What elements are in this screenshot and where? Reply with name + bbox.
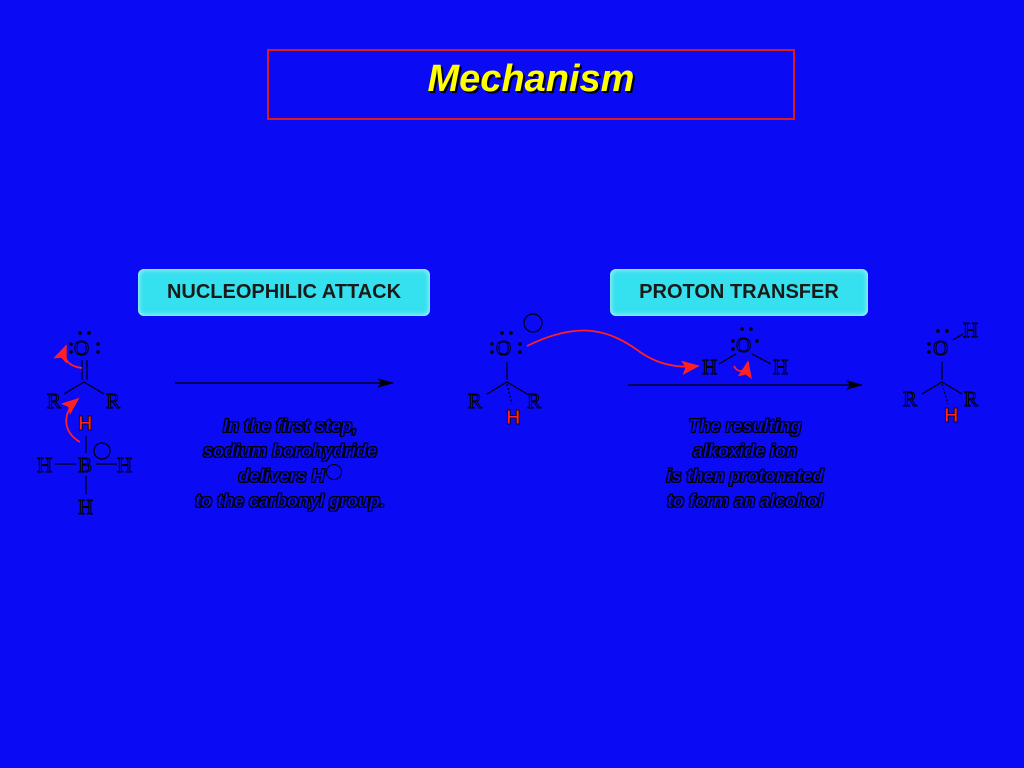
oxygen-atom: O bbox=[736, 333, 751, 357]
hydride-atom: H bbox=[78, 413, 92, 435]
r-group-right: R bbox=[106, 389, 120, 413]
curved-arrow-icon bbox=[60, 397, 81, 443]
step-label-proton-transfer: PROTON TRANSFER bbox=[610, 269, 868, 316]
svg-text:H: H bbox=[773, 355, 788, 379]
svg-text:H: H bbox=[78, 495, 93, 519]
step-label-nucleophilic-attack: NUCLEOPHILIC ATTACK bbox=[138, 269, 430, 316]
r-group-left: R bbox=[903, 387, 917, 411]
svg-text:H: H bbox=[37, 453, 52, 477]
ketone-reactant: O R R bbox=[47, 331, 121, 414]
hydride-atom: H bbox=[506, 407, 520, 429]
r-group-left: R bbox=[47, 389, 61, 413]
title-box: Mechanism bbox=[267, 49, 795, 120]
svg-text:H: H bbox=[702, 355, 717, 379]
alkoxide-intermediate: O R R H bbox=[468, 313, 543, 429]
negative-charge-icon bbox=[325, 464, 342, 480]
oxygen-atom: O bbox=[933, 336, 948, 360]
curved-arrow-icon bbox=[526, 329, 700, 375]
r-group-right: R bbox=[964, 387, 978, 411]
water-molecule: O H H bbox=[702, 327, 789, 380]
curved-arrow-icon bbox=[733, 360, 752, 380]
hydroxyl-hydrogen: H bbox=[963, 318, 978, 342]
caption-step1: In the first step, sodium borohydride de… bbox=[194, 416, 385, 511]
r-group-right: R bbox=[527, 389, 541, 413]
slide-title: Mechanism bbox=[427, 58, 635, 100]
oxygen-atom: O bbox=[74, 336, 89, 360]
negative-charge-icon bbox=[93, 442, 111, 460]
boron-atom: B bbox=[78, 453, 92, 477]
svg-text:H: H bbox=[117, 453, 132, 477]
negative-charge-icon bbox=[523, 313, 543, 333]
caption-step2: The resulting alkoxide ion is then proto… bbox=[666, 416, 824, 511]
r-group-left: R bbox=[468, 389, 482, 413]
oxygen-atom: O bbox=[496, 336, 511, 360]
borohydride-reactant: H B H H H bbox=[37, 413, 133, 520]
curved-arrow-icon bbox=[53, 344, 83, 369]
alcohol-product: O H R R H bbox=[903, 318, 979, 428]
hydride-atom: H bbox=[944, 405, 958, 427]
